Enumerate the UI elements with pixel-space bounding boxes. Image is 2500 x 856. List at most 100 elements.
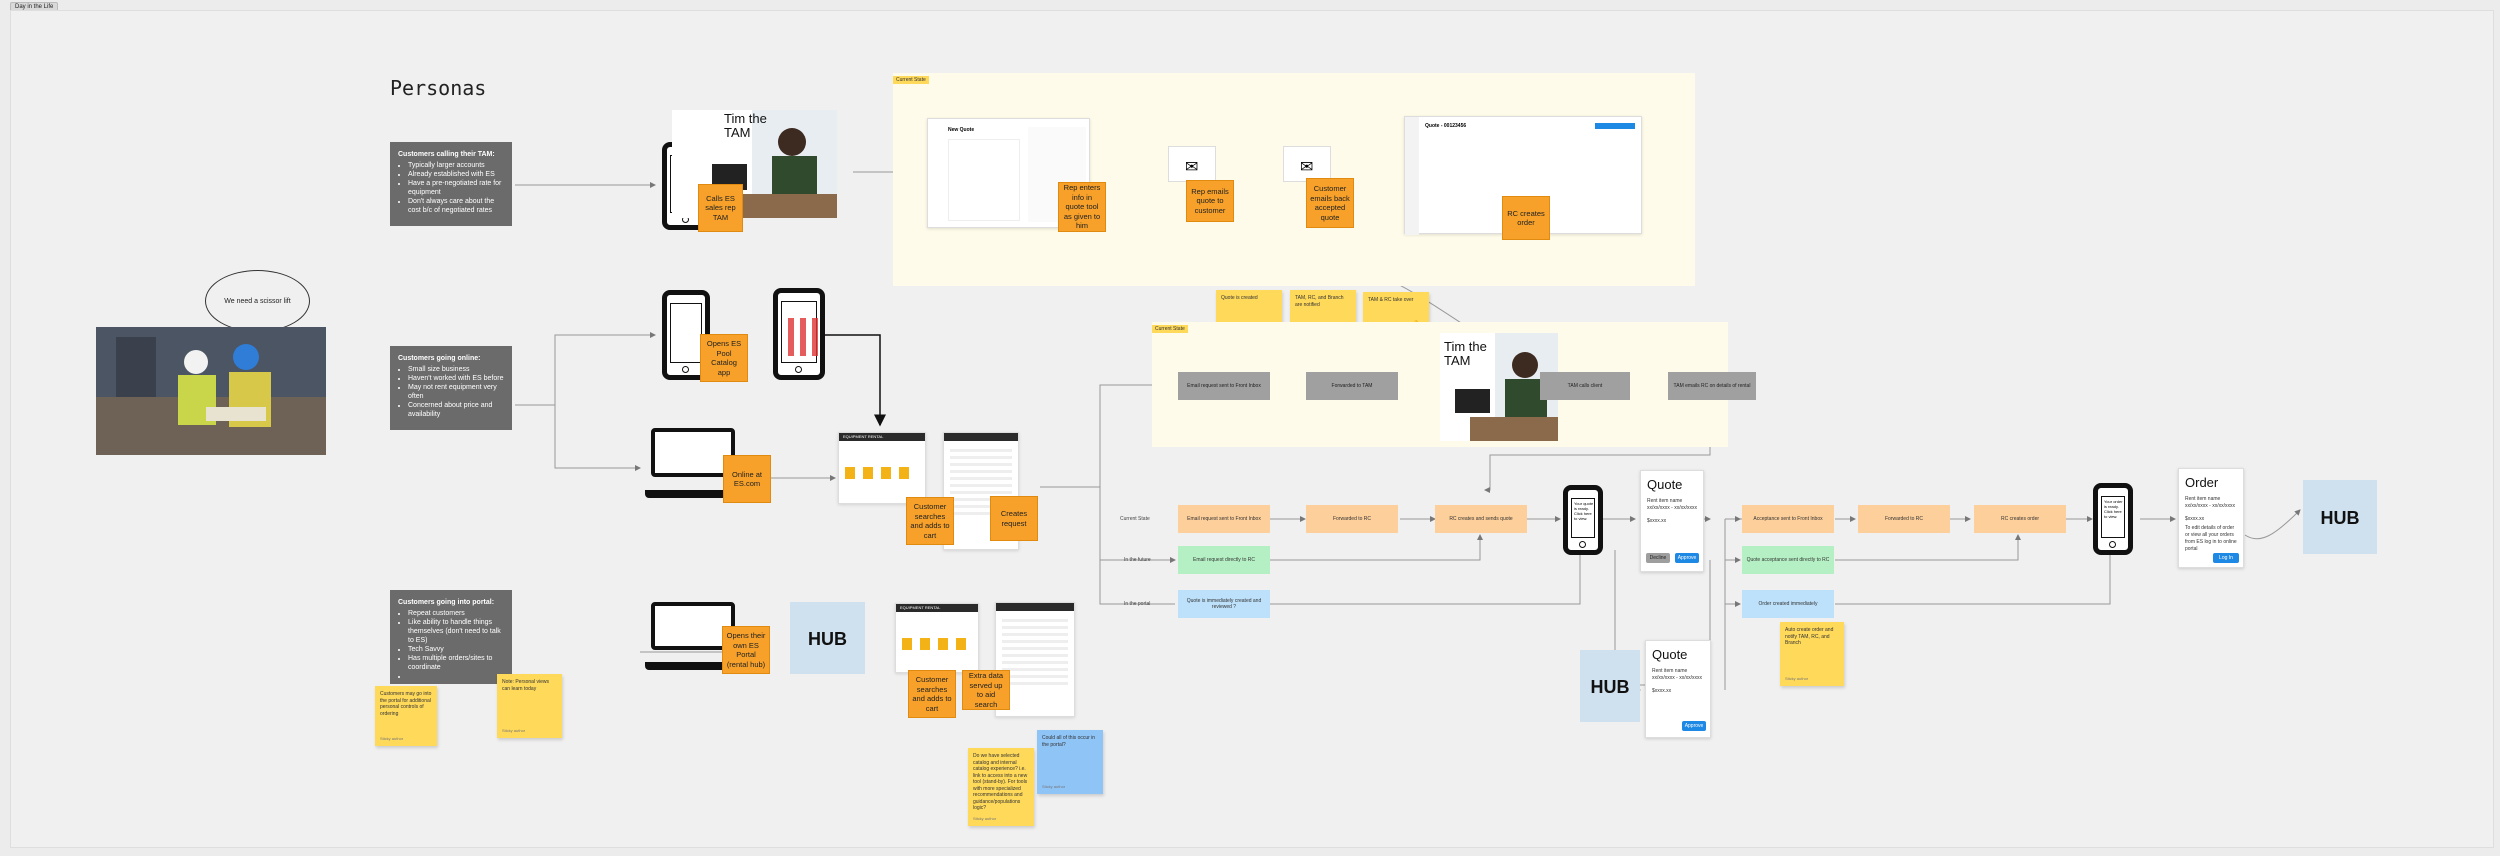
mail-envelope: ✉ [1168,146,1216,182]
flow-step[interactable]: Email request sent to Front Inbox [1178,505,1270,533]
sticky-note[interactable]: Auto create order and notify TAM, RC, an… [1780,622,1844,686]
quote-item: Rent item name [1647,498,1683,504]
quote-price: $xxxx.xx [1647,518,1667,524]
order-title: Order [2185,475,2219,490]
site-title: EQUIPMENT RENTAL [900,605,941,610]
workers-illustration [96,327,326,455]
site-title: EQUIPMENT RENTAL [843,434,884,439]
sticky-text: TAM & RC take over [1368,297,1414,303]
approve-button[interactable]: Approve [1682,721,1706,731]
row-label: Current State [1120,516,1150,522]
hub-illustration: HUB [2303,480,2377,554]
form-panel [948,139,1020,221]
quote-dates: xx/xx/xxxx - xx/xx/xxxx [1652,675,1702,681]
flow-step[interactable]: Email request sent to Front Inbox [1178,372,1270,400]
persona-point: Already established with ES [408,170,504,179]
step-customer-search[interactable]: Customer searches and adds to cart [908,670,956,718]
persona-point [408,672,504,681]
zone-label: Current State [1152,325,1188,333]
portal-quote-card: Quote Rent item name xx/xx/xxxx - xx/xx/… [1645,640,1711,738]
tim-name: Tim the TAM [1444,339,1487,368]
flow-step[interactable]: Order created immediately [1742,590,1834,618]
flow-step[interactable]: Forwarded to RC [1306,505,1398,533]
flow-step[interactable]: Quote acceptance sent directly to RC [1742,546,1834,574]
flow-step[interactable]: TAM emails RC on details of rental [1668,372,1756,400]
sticky-author: Sticky author [973,815,997,821]
rental-site-screenshot: EQUIPMENT RENTAL [838,432,926,504]
sticky-author: Sticky author [502,727,526,733]
envelope-icon: ✉ [1300,159,1314,176]
screen-title: Quote - 00123456 [1425,123,1467,129]
tim-name: Tim the TAM [724,111,767,140]
step-opens-app[interactable]: Opens ES Pool Catalog app [700,334,748,382]
flow-step[interactable]: Email request directly to RC [1178,546,1270,574]
persona-point: Tech Savvy [408,645,504,654]
phone-order-notification: Your order is ready. Click here to view. [2093,483,2133,555]
persona-point: Have a pre-negotiated rate for equipment [408,179,504,197]
screen-action [1595,123,1635,129]
step-creates-request[interactable]: Creates request [990,496,1038,541]
persona-title: Customers going into portal: [398,599,495,606]
sticky-text: Customers may go into the portal for add… [380,691,432,717]
hub-label: HUB [2320,508,2360,529]
phone-message: Your order is ready. Click here to view. [2104,499,2123,519]
rental-site-screenshot: EQUIPMENT RENTAL [895,603,979,673]
flow-step[interactable]: RC creates order [1974,505,2066,533]
order-item: Rent item name [2185,496,2221,502]
sticky-note[interactable]: Could all of this occur in the portal?St… [1037,730,1103,794]
persona-card-tam: Customers calling their TAM: Typically l… [390,142,512,226]
sticky-text: Note: Personal views can learn today [502,679,549,692]
step-online[interactable]: Online at ES.com [723,455,771,503]
order-price: $xxxx.xx [2185,516,2205,522]
quote-title: Quote [1652,647,1688,662]
step-portal[interactable]: Opens their own ES Portal (rental hub) [722,626,770,674]
decline-button[interactable]: Decline [1646,553,1670,563]
login-button[interactable]: Log In [2213,553,2239,563]
sticky-note[interactable]: Do we have selected catalog and internal… [968,748,1034,826]
step-rc-creates[interactable]: RC creates order [1502,196,1550,240]
step-customer-search[interactable]: Customer searches and adds to cart [906,497,954,545]
phone-app-icon [773,288,825,380]
workers-photo [96,327,326,455]
persona-point: Typically larger accounts [408,161,504,170]
flow-step[interactable]: RC creates and sends quote [1435,505,1527,533]
sticky-text: Do we have selected catalog and internal… [973,753,1028,811]
app-grid [788,318,818,356]
order-body: To edit details of order or view all you… [2185,525,2237,552]
step-customer-emails[interactable]: Customer emails back accepted quote [1306,178,1354,228]
screen-sidebar [1405,117,1419,235]
phone-quote-notification: Your quote is ready. Click here to view. [1563,485,1603,555]
approve-button[interactable]: Approve [1675,553,1699,563]
step-rep-emails[interactable]: Rep emails quote to customer [1186,180,1234,222]
persona-point: Don't always care about the cost b/c of … [408,197,504,215]
quote-price: $xxxx.xx [1652,688,1672,694]
phone-message: Your quote is ready. Click here to view. [1574,501,1594,521]
thought-bubble: We need a scissor lift [205,270,310,332]
personas-title: Personas [390,76,487,100]
step-calls-tam[interactable]: Calls ES sales rep TAM [698,184,743,232]
flow-step[interactable]: Quote is immediately created and reviewe… [1178,590,1270,618]
persona-point: Small size business [408,365,504,374]
sticky-text: Quote is created [1221,295,1258,301]
persona-point: Haven't worked with ES before [408,374,504,383]
zone-label: Current State [893,76,929,84]
persona-title: Customers calling their TAM: [398,151,495,158]
sticky-note[interactable]: Customers may go into the portal for add… [375,686,437,746]
flow-step[interactable]: Forwarded to RC [1858,505,1950,533]
flow-step[interactable]: Acceptance sent to Front Inbox [1742,505,1834,533]
step-rep-enters[interactable]: Rep enters info in quote tool as given t… [1058,182,1106,232]
sticky-text: Auto create order and notify TAM, RC, an… [1785,627,1834,646]
sticky-author: Sticky author [380,735,404,741]
persona-point: Like ability to handle things themselves… [408,618,504,645]
thought-text: We need a scissor lift [224,297,291,305]
mail-envelope: ✉ [1283,146,1331,182]
flow-step[interactable]: TAM calls client [1540,372,1630,400]
step-extra-data[interactable]: Extra data served up to aid search [962,670,1010,710]
persona-point: Repeat customers [408,609,504,618]
persona-card-portal: Customers going into portal: Repeat cust… [390,590,512,684]
quote-dates: xx/xx/xxxx - xx/xx/xxxx [1647,505,1697,511]
sticky-author: Sticky author [1785,675,1809,681]
flow-step[interactable]: Forwarded to TAM [1306,372,1398,400]
hub-label: HUB [1590,677,1630,698]
